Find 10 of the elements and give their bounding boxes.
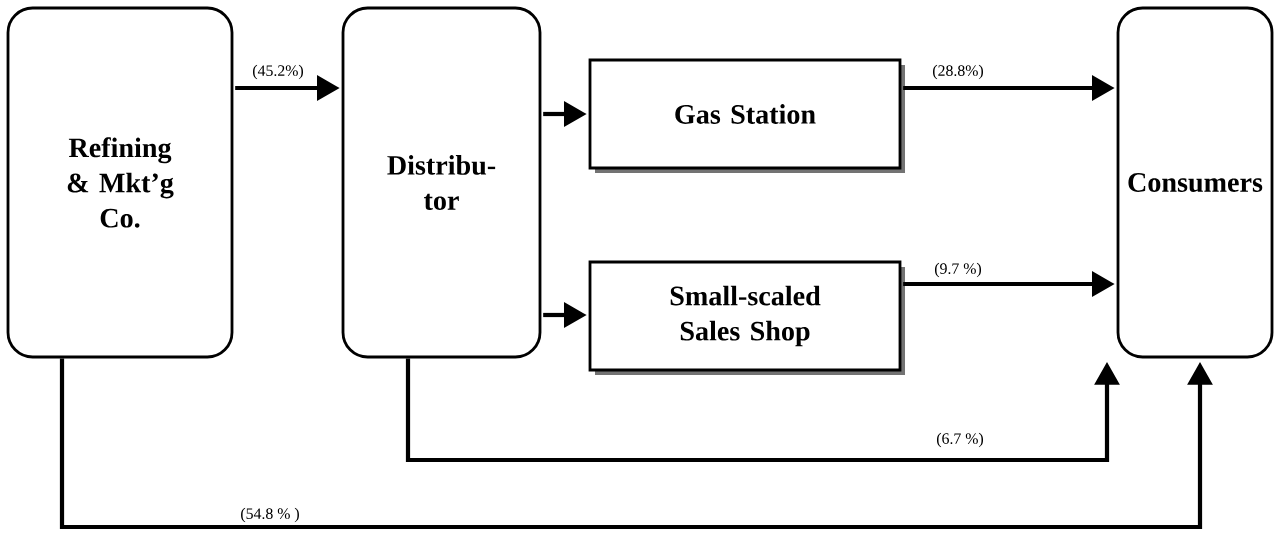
rounded-box: Distribu- tor (341, 6, 542, 359)
edge-label: (9.7 %) (932, 261, 984, 279)
rounded-box: Refining & Mkt’g Co. (6, 6, 234, 359)
process-box: Small-scaled Sales Shop (588, 260, 905, 375)
edge-label: (54.8 % ) (238, 506, 302, 524)
rounded-box: Consumers (1116, 6, 1274, 359)
process-box: Gas Station (588, 58, 905, 173)
edge-label: (28.8%) (930, 63, 986, 81)
edge-label: (6.7 %) (934, 431, 986, 449)
edge-label: (45.2%) (250, 63, 306, 81)
